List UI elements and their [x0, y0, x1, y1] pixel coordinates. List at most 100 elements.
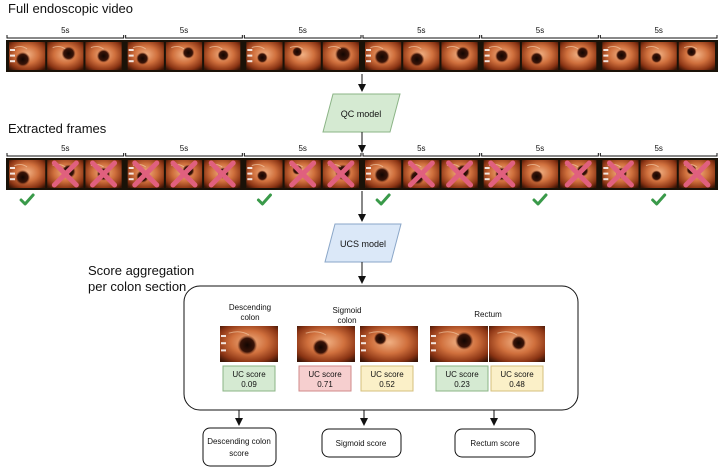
rectum-score-text: Rectum score [470, 439, 520, 448]
video-frame [441, 42, 478, 70]
descending-score-value: 0.09 [241, 380, 257, 389]
thumbnail-image [430, 326, 488, 362]
segment-bracket [243, 153, 362, 157]
sigmoid-score-box [321, 428, 402, 458]
rectum-score-1-value: 0.23 [454, 380, 470, 389]
thumbnail-image [360, 326, 418, 362]
descending-colon-score-line2: score [229, 449, 249, 458]
sigmoid-score-box-1 [298, 365, 352, 392]
video-frame [560, 42, 597, 70]
video-frame [9, 160, 46, 188]
segment-duration-label: 5s [61, 144, 69, 153]
segment-bracket [362, 153, 481, 157]
segment-bracket [599, 35, 718, 39]
cross-icon [446, 160, 474, 188]
segment-duration-label: 5s [417, 26, 425, 35]
check-icon [256, 193, 272, 206]
segment-bracket [481, 35, 599, 39]
cross-icon [683, 160, 711, 188]
video-frame [483, 42, 520, 70]
cross-icon [90, 160, 118, 188]
segment-bracket [125, 35, 243, 39]
video-frame [678, 42, 715, 70]
cross-icon [488, 160, 516, 188]
descending-colon-title-line2: colon [240, 313, 259, 322]
segment-duration-label: 5s [654, 144, 662, 153]
segment-duration-label: 5s [536, 144, 544, 153]
video-frame [246, 42, 283, 70]
ucs-model-shape [324, 223, 402, 263]
segment-duration-label: 5s [536, 26, 544, 35]
cross-icon [327, 160, 355, 188]
video-frame [403, 42, 440, 70]
segment-bracket [362, 35, 481, 39]
sigmoid-score-1-value: 0.71 [317, 380, 333, 389]
thumbnail-image [297, 326, 355, 362]
video-frame [85, 42, 122, 70]
sigmoid-score-text: Sigmoid score [336, 439, 387, 448]
segment-duration-label: 5s [654, 26, 662, 35]
video-frame [246, 160, 283, 188]
descending-score-box [222, 365, 276, 392]
video-frame [365, 160, 402, 188]
thumbnail-image [489, 326, 545, 362]
descending-colon-title-line1: Descending [229, 303, 271, 312]
aggregation-heading-line1: Score aggregation [88, 263, 194, 278]
cross-icon [606, 160, 634, 188]
descending-colon-score-box [202, 427, 277, 467]
video-frame [640, 42, 677, 70]
sigmoid-score-box-2 [360, 365, 414, 392]
video-frame [521, 160, 559, 188]
rectum-thumbnail-1 [430, 326, 488, 362]
video-frame [165, 42, 203, 70]
sigmoid-score-2-value: 0.52 [379, 380, 395, 389]
video-frame [284, 42, 321, 70]
segment-bracket [6, 153, 125, 157]
rectum-score-2-label: UC score [500, 370, 534, 379]
extracted-frames-heading: Extracted frames [8, 121, 107, 136]
cross-icon [208, 160, 236, 188]
sigmoid-colon-thumbnail-1 [297, 326, 355, 362]
video-frame [521, 42, 559, 70]
video-frame [602, 42, 639, 70]
rectum-score-box-2 [490, 365, 544, 392]
thumbnail-image [220, 326, 278, 362]
segment-bracket [125, 153, 243, 157]
video-frame [322, 42, 359, 70]
cross-icon [407, 160, 435, 188]
segment-duration-label: 5s [417, 144, 425, 153]
cross-icon [51, 160, 79, 188]
video-frame [365, 42, 402, 70]
check-icon [19, 193, 35, 206]
qc-model-label: QC model [341, 109, 382, 119]
descending-score-label: UC score [232, 370, 266, 379]
video-frame [127, 42, 164, 70]
segment-duration-label: 5s [180, 26, 188, 35]
segment-bracket [599, 153, 718, 157]
full-video-heading: Full endoscopic video [8, 1, 133, 16]
aggregation-heading-line2: per colon section [88, 279, 186, 294]
rectum-score-box [454, 428, 536, 458]
cross-icon [289, 160, 317, 188]
sigmoid-colon-title-line1: Sigmoid [333, 306, 362, 315]
check-icon [651, 193, 667, 206]
video-frame [640, 160, 677, 188]
rectum-title: Rectum [474, 310, 502, 319]
descending-colon-thumbnail [220, 326, 278, 362]
segment-bracket [243, 35, 362, 39]
descending-colon-score-line1: Descending colon [207, 437, 271, 446]
rectum-score-box-1 [435, 365, 489, 392]
cross-icon [132, 160, 160, 188]
rectum-score-2-value: 0.48 [509, 380, 525, 389]
video-frame [204, 42, 241, 70]
sigmoid-colon-title-line2: colon [337, 316, 356, 325]
segment-bracket [481, 153, 599, 157]
sigmoid-score-2-label: UC score [370, 370, 404, 379]
segment-duration-label: 5s [298, 26, 306, 35]
rectum-thumbnail-2 [489, 326, 545, 362]
sigmoid-colon-thumbnail-2 [360, 326, 418, 362]
cross-icon [170, 160, 198, 188]
